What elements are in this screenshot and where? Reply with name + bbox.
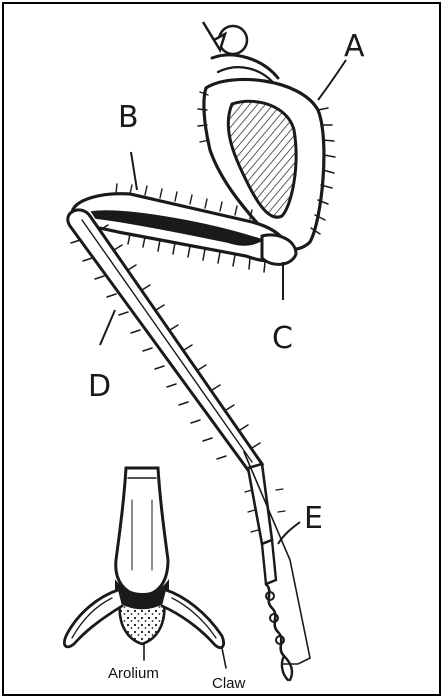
label-a: A bbox=[344, 29, 365, 64]
leader-d bbox=[100, 310, 115, 345]
leader-e bbox=[278, 522, 300, 544]
label-e: E bbox=[304, 501, 323, 536]
leader-claw bbox=[222, 648, 226, 668]
label-claw: Claw bbox=[212, 675, 246, 692]
leader-a bbox=[318, 60, 346, 100]
label-c: C bbox=[272, 321, 293, 356]
label-arolium: Arolium bbox=[108, 665, 159, 682]
label-b: B bbox=[118, 100, 139, 135]
tarsus bbox=[244, 452, 310, 680]
label-d: D bbox=[88, 369, 111, 404]
leader-b bbox=[131, 152, 137, 190]
pretarsus-inset bbox=[64, 468, 226, 668]
